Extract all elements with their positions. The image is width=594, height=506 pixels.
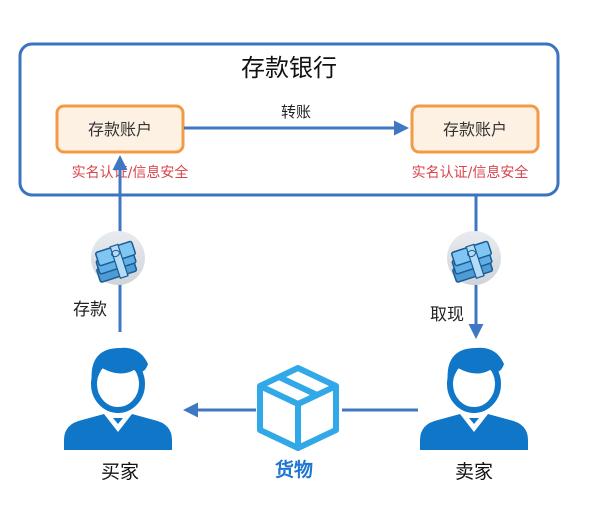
seller-account-box: [410, 104, 540, 154]
money-stack-icon: [91, 231, 145, 285]
seller-account-note: 实名认证/信息安全: [412, 164, 529, 181]
buyer-label: 买家: [101, 461, 139, 483]
buyer-account-label: 存款账户: [88, 120, 152, 139]
goods-label: 货物: [275, 458, 313, 481]
buyer-account-box: [55, 104, 185, 154]
person-icon: [64, 347, 172, 450]
seller-account-label: 存款账户: [443, 120, 507, 139]
money-stack-icon: [447, 231, 501, 285]
transfer-label: 转账: [281, 103, 311, 121]
seller-label: 卖家: [455, 461, 493, 483]
buyer-account-note: 实名认证/信息安全: [72, 164, 189, 181]
package-box-icon: [257, 365, 339, 451]
withdraw-label: 取现: [430, 305, 464, 325]
bank-frame: [18, 42, 560, 197]
deposit-label: 存款: [73, 300, 107, 320]
person-icon: [420, 347, 528, 450]
bank-title: 存款银行: [241, 54, 337, 82]
